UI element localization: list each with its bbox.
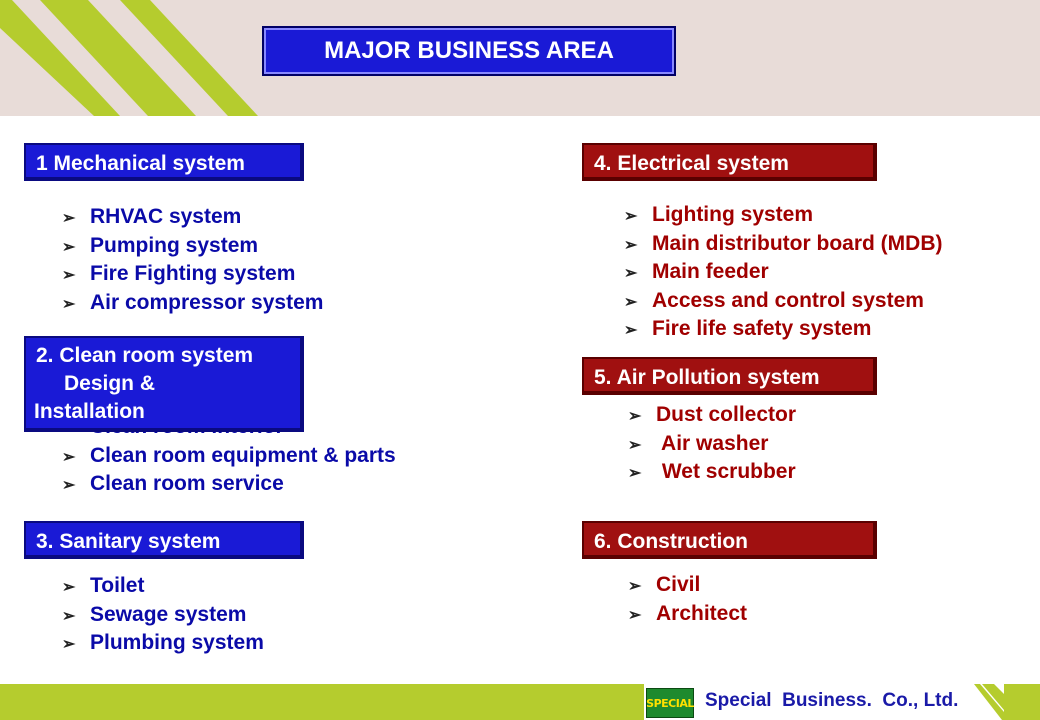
list-item: ➢ Wet scrubber <box>628 458 796 487</box>
list-item: ➢Architect <box>628 600 747 629</box>
list-item: ➢Fire life safety system <box>624 315 942 344</box>
section-air-pollution-header: 5. Air Pollution system <box>582 357 877 395</box>
arrow-bullet-icon: ➢ <box>628 465 642 483</box>
arrow-bullet-icon: ➢ <box>624 208 638 225</box>
list-item: ➢Toilet <box>62 572 264 601</box>
arrow-bullet-icon: ➢ <box>62 267 76 285</box>
footer-stripes <box>974 684 1004 720</box>
arrow-bullet-icon: ➢ <box>62 210 76 227</box>
arrow-bullet-icon: ➢ <box>62 238 76 256</box>
list-item: ➢Clean room equipment & parts <box>62 442 396 471</box>
list-item: ➢Fire Fighting system <box>62 260 323 289</box>
list-item: ➢RHVAC system <box>62 203 323 232</box>
list-item: ➢Access and control system <box>624 287 942 316</box>
list-item: ➢Sewage system <box>62 601 264 630</box>
arrow-bullet-icon: ➢ <box>624 322 638 340</box>
air-pollution-list: ➢Dust collector ➢ Air washer ➢ Wet scrub… <box>628 401 796 487</box>
section-sanitary-header: 3. Sanitary system <box>24 521 304 559</box>
list-item: ➢Lighting system <box>624 201 942 230</box>
list-item: ➢Plumbing system <box>62 629 264 658</box>
electrical-list: ➢Lighting system ➢Main distributor board… <box>624 201 942 344</box>
section-electrical-header: 4. Electrical system <box>582 143 877 181</box>
section-construction-header: 6. Construction <box>582 521 877 559</box>
list-item: ➢Air compressor system <box>62 289 323 318</box>
mechanical-list: ➢RHVAC system ➢Pumping system ➢Fire Figh… <box>62 203 323 317</box>
section-clean-room-header: 2. Clean room system Design & Installati… <box>24 336 304 432</box>
list-item: ➢Main feeder <box>624 258 942 287</box>
list-item: ➢Clean room service <box>62 470 396 499</box>
page-title: MAJOR BUSINESS AREA <box>262 26 676 76</box>
list-item: ➢Dust collector <box>628 401 796 430</box>
arrow-bullet-icon: ➢ <box>624 293 638 311</box>
arrow-bullet-icon: ➢ <box>628 408 642 425</box>
list-item: ➢ Air washer <box>628 430 796 459</box>
arrow-bullet-icon: ➢ <box>624 265 638 283</box>
decorative-stripes <box>0 0 258 116</box>
company-name: Special Business. Co., Ltd. <box>705 690 959 711</box>
list-item: ➢Main distributor board (MDB) <box>624 230 942 259</box>
arrow-bullet-icon: ➢ <box>628 606 642 624</box>
construction-list: ➢Civil ➢Architect <box>628 571 747 628</box>
arrow-bullet-icon: ➢ <box>62 579 76 596</box>
section-mechanical-header: 1 Mechanical system <box>24 143 304 181</box>
footer-panel <box>644 684 1004 720</box>
arrow-bullet-icon: ➢ <box>62 448 76 466</box>
list-item: ➢Civil <box>628 571 747 600</box>
arrow-bullet-icon: ➢ <box>62 295 76 313</box>
arrow-bullet-icon: ➢ <box>628 578 642 595</box>
arrow-bullet-icon: ➢ <box>62 607 76 625</box>
company-logo: SPECIAL <box>646 688 694 718</box>
arrow-bullet-icon: ➢ <box>62 477 76 495</box>
arrow-bullet-icon: ➢ <box>624 236 638 254</box>
sanitary-list: ➢Toilet ➢Sewage system ➢Plumbing system <box>62 572 264 658</box>
arrow-bullet-icon: ➢ <box>628 436 642 454</box>
list-item: ➢Pumping system <box>62 232 323 261</box>
arrow-bullet-icon: ➢ <box>62 636 76 654</box>
